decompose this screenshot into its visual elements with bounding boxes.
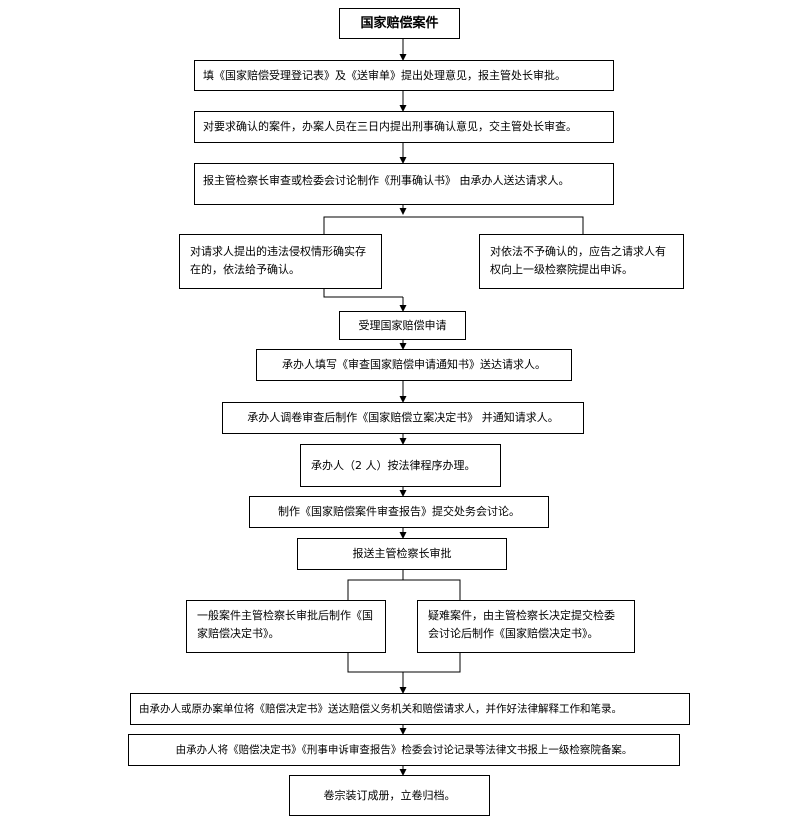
step-4: 受理国家赔偿申请 (339, 311, 466, 340)
step-10: 由承办人或原办案单位将《赔偿决定书》送达赔偿义务机关和赔偿请求人，并作好法律解释… (130, 693, 690, 725)
step-12: 卷宗装订成册，立卷归档。 (289, 775, 490, 816)
split-branch-2 (347, 579, 461, 600)
branch2-general: 一般案件主管检察长审批后制作《国家赔偿决定书》。 (186, 600, 386, 653)
step-6: 承办人调卷审查后制作《国家赔偿立案决定书》 并通知请求人。 (222, 402, 584, 434)
step-8: 制作《国家赔偿案件审查报告》提交处务会讨论。 (249, 496, 549, 528)
step-2: 对要求确认的案件，办案人员在三日内提出刑事确认意见，交主管处长审查。 (194, 111, 614, 143)
split-branch-1 (323, 216, 584, 234)
step-5: 承办人填写《审查国家赔偿申请通知书》送达请求人。 (256, 349, 572, 381)
step-3: 报主管检察长审查或检委会讨论制作《刑事确认书》 由承办人送达请求人。 (194, 163, 614, 205)
branch1-confirm: 对请求人提出的违法侵权情形确实存在的，依法给予确认。 (179, 234, 382, 289)
step-7: 承办人（2 人）按法律程序办理。 (300, 444, 501, 487)
branch1-deny: 对依法不予确认的，应告之请求人有权向上一级检察院提出申诉。 (479, 234, 684, 289)
merge-branch-2 (347, 653, 461, 673)
step-1: 填《国家赔偿受理登记表》及《送审单》提出处理意见，报主管处长审批。 (194, 60, 614, 91)
step-11: 由承办人将《赔偿决定书》《刑事申诉审查报告》检委会讨论记录等法律文书报上一级检察… (128, 734, 680, 766)
branch2-difficult: 疑难案件，由主管检察长决定提交检委会讨论后制作《国家赔偿决定书》。 (417, 600, 635, 653)
merge-branch-1 (323, 289, 403, 298)
flowchart-title: 国家赔偿案件 (339, 8, 460, 39)
step-9: 报送主管检察长审批 (297, 538, 507, 570)
